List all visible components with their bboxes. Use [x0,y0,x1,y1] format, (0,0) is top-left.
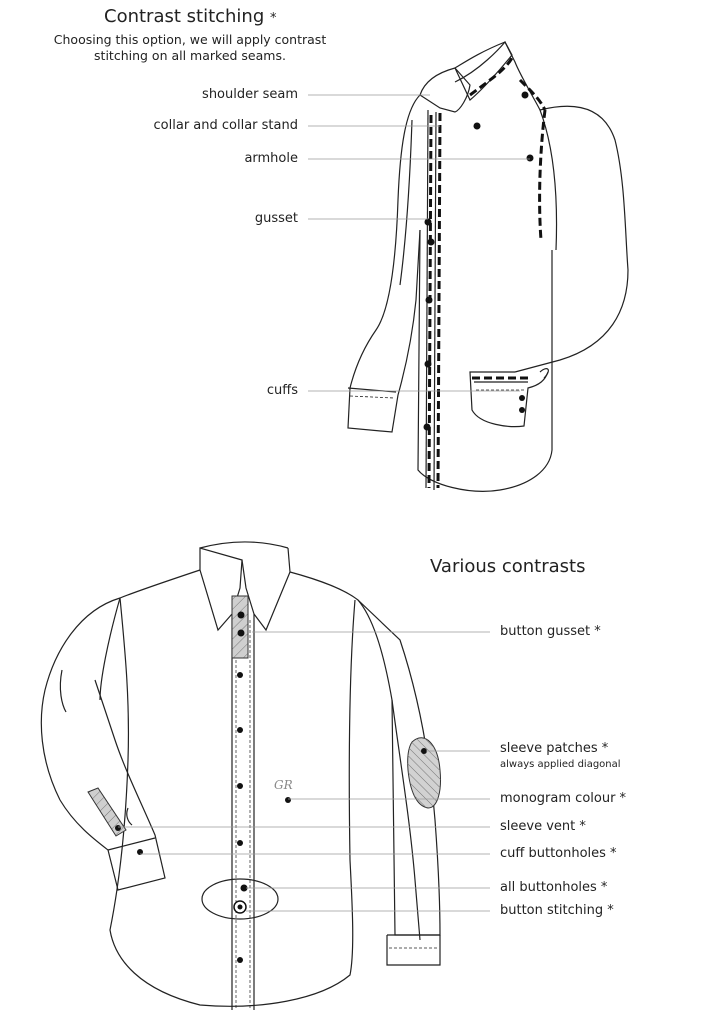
various-contrasts-title: Various contrasts [430,556,586,577]
shirt-side-view [347,40,629,492]
label-shoulder-seam: shoulder seam [202,87,298,102]
sleeve-patch-hatch [407,737,441,808]
section2-leader-lines [118,631,490,912]
description-line-2: stitching on all marked seams. [94,48,286,63]
contrast-stitching-title-text: Contrast stitching [104,6,265,27]
section1-leader-lines [308,94,530,392]
label-button-gusset: button gusset * [500,624,601,639]
monogram-text: GR [274,778,293,792]
label-gusset: gusset [254,211,298,226]
contrast-stitching-description: Choosing this option, we will apply cont… [40,32,340,64]
highlighted-button [233,900,247,914]
shirt-side-buttons [423,91,534,431]
label-armhole: armhole [244,151,298,166]
label-sleeve-patches: sleeve patches * [500,741,609,756]
label-collar: collar and collar stand [153,118,298,133]
required-asterisk: * [270,11,277,26]
description-line-1: Choosing this option, we will apply cont… [53,32,327,47]
sleeve-vent-area [87,787,127,837]
label-monogram-colour: monogram colour * [500,791,627,806]
buttonhole-highlight-ellipse [201,878,279,920]
shirt-front-buttons [115,611,427,963]
label-sleeve-patches-note: always applied diagonal [500,759,621,770]
label-all-buttonholes: all buttonholes * [500,880,608,895]
contrast-stitch-marks [427,57,547,489]
label-cuffs: cuffs [266,383,298,398]
shirt-front-view [40,541,441,1010]
label-button-stitching: button stitching * [500,903,614,918]
contrast-stitching-title: Contrast stitching * [104,6,277,27]
button-gusset-area [231,595,249,659]
label-sleeve-vent: sleeve vent * [500,819,586,834]
label-cuff-buttonholes: cuff buttonholes * [500,846,617,861]
